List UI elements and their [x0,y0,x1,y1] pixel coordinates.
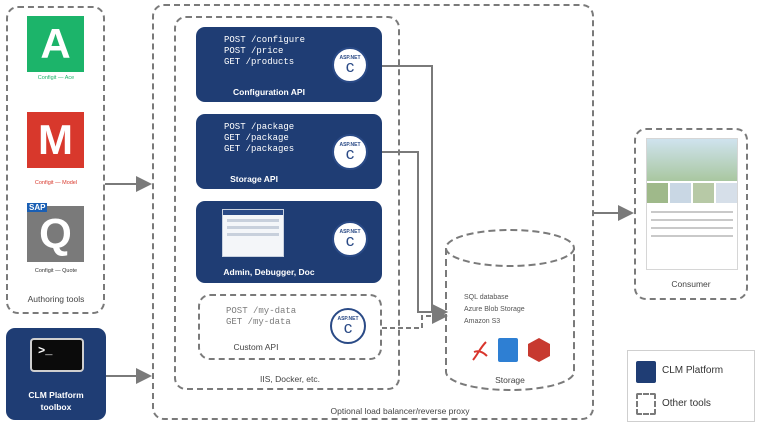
admin-screenshot [222,209,284,257]
terminal-icon: >_ [30,338,84,372]
host-box [174,16,400,390]
sql-server-icon [470,340,490,362]
sap-badge: SAP [27,203,48,212]
ace-caption: Configit — Ace [37,75,75,81]
legend-clm-label: CLM Platform [662,365,724,376]
endpoint: GET /products [224,57,295,67]
consumer-box [634,128,748,300]
endpoint: GET /package [224,133,289,143]
configuration-api-box: POST /configure POST /price GET /product… [196,27,382,102]
load-balancer-box [152,4,594,420]
storage-item: Amazon S3 [464,318,501,325]
amazon-s3-icon [528,338,550,362]
configuration-api-endpoints: POST /configure POST /price GET /product… [224,35,305,68]
custom-api-endpoints: POST /my-data GET /my-data [226,306,296,328]
endpoint: POST /my-data [226,306,297,316]
proxy-label: Optional load balancer/reverse proxy [330,406,470,416]
custom-api-title: Custom API [233,342,279,352]
configuration-api-title: Configuration API [233,87,305,97]
quote-caption: Configit — Quote [34,268,78,274]
quote-logo: Q [27,206,84,262]
endpoint: GET /my-data [226,317,291,327]
endpoint: POST /package [224,122,295,132]
arrow-storageapi-to-storage [382,151,448,320]
arrow-config-to-storage [382,65,448,320]
legend-other-label: Other tools [662,398,711,409]
storage-api-endpoints: POST /package GET /package GET /packages [224,122,294,155]
legend-box [627,350,755,422]
storage-item: Azure Blob Storage [464,306,525,313]
consumer-label: Consumer [671,279,711,289]
custom-api-box: POST /my-data GET /my-data Custom API AS… [198,294,382,360]
ace-logo: A [27,16,84,72]
storage-api-box: POST /package GET /package GET /packages… [196,114,382,189]
endpoint: POST /configure [224,35,306,45]
authoring-tools-label: Authoring tools [27,294,85,304]
endpoint: GET /packages [224,144,295,154]
legend-clm-swatch [636,361,656,383]
clm-toolbox: >_ CLM Platform toolbox [6,328,106,420]
storage-list: SQL database Azure Blob Storage Amazon S… [464,292,525,328]
toolbox-label-1: CLM Platform [28,390,84,400]
arrow-custom-to-storage [382,308,448,329]
terminal-prompt: >_ [38,344,53,358]
storage-api-title: Storage API [230,174,278,184]
storage-label: Storage [495,375,525,385]
azure-blob-icon [498,338,518,362]
toolbox-label-2: toolbox [40,402,72,412]
model-logo: M [27,112,84,168]
model-caption: Configit — Model [34,180,78,186]
admin-title: Admin, Debugger, Doc [223,267,315,277]
host-label: IIS, Docker, etc. [260,374,320,384]
storage-item: SQL database [464,294,509,301]
endpoint: POST /price [224,46,284,56]
consumer-screenshot [646,138,738,270]
authoring-tools-box [6,6,105,314]
legend-other-swatch [636,393,656,415]
